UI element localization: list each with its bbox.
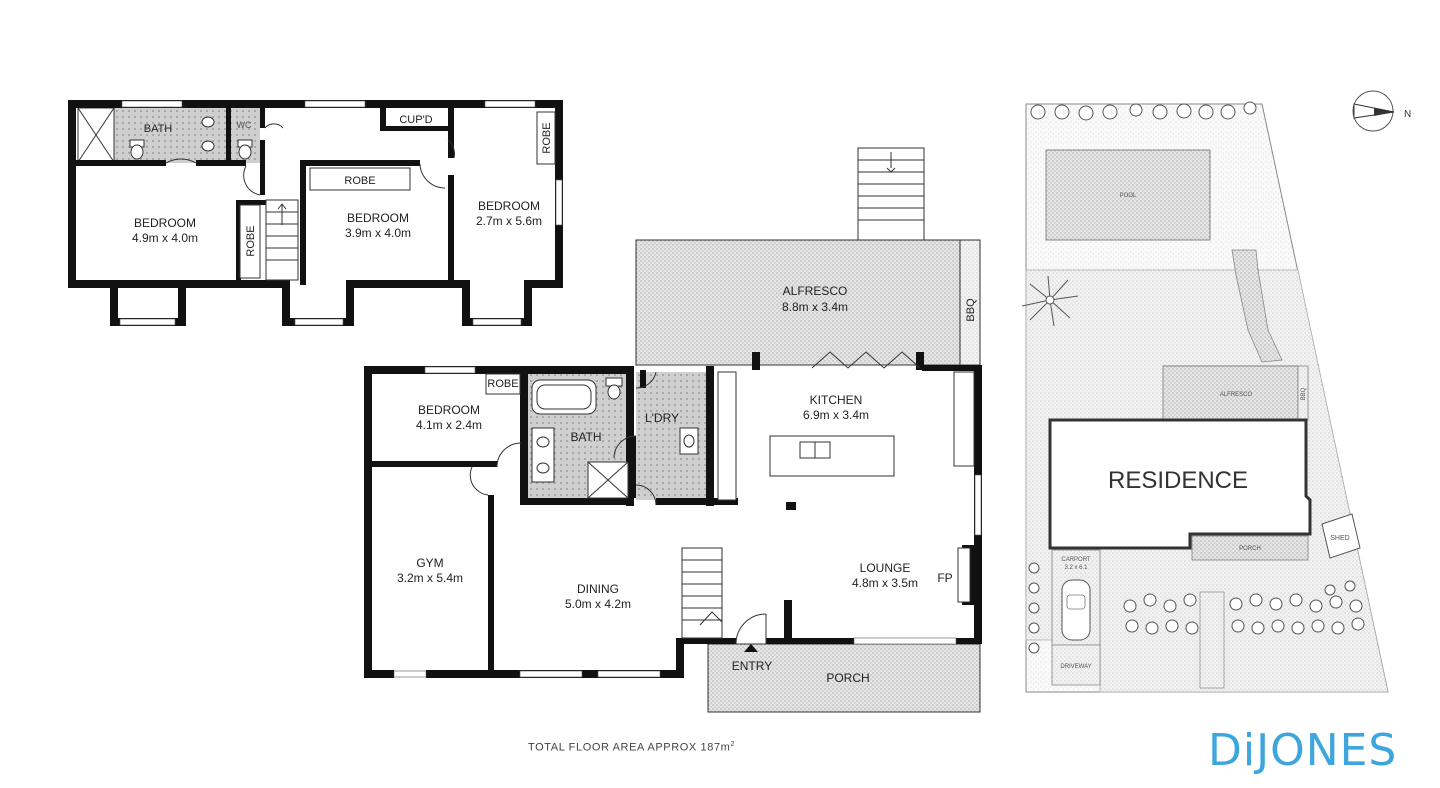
north-label: N [1404,109,1411,120]
fireplace-label: FP [937,571,952,585]
upper-bedroom1-name: BEDROOM [134,216,196,230]
lounge-name: LOUNGE [860,561,911,575]
site-residence [1048,418,1312,550]
upper-robe-mid [309,167,411,191]
upper-bedroom1-size: 4.9m x 4.0m [132,231,198,245]
laundry-label: L'DRY [645,411,679,425]
upper-robe-mid-label: ROBE [344,175,375,187]
ground-stairs [681,547,723,639]
fireplace [957,547,971,603]
ground-floor-plan: ALFRESCO 8.8m x 3.4m BBQ KITCHEN 6.9m x … [364,147,982,713]
total-floor-area: TOTAL FLOOR AREA APPROX 187m2 [528,741,735,754]
site-carport-size: 3.2 x 6.1 [1064,565,1088,571]
entry-label: ENTRY [732,659,772,673]
bifold-doors [811,351,921,369]
ground-robe-label: ROBE [487,378,518,390]
ground-bath-label: BATH [570,430,601,444]
site-alfresco-label: ALFRESCO [1220,392,1253,398]
brand-logo: DiJONES [1208,725,1398,776]
garden-shrubs [1028,101,1365,654]
upper-bedroom3-size: 2.7m x 5.6m [476,214,542,228]
site-shed [1321,513,1361,559]
car-icon [1061,579,1091,641]
upper-bedroom2-size: 3.9m x 4.0m [345,226,411,240]
upper-robe-right [536,111,556,165]
upper-bedroom3-name: BEDROOM [478,199,540,213]
lounge-size: 4.8m x 3.5m [852,576,918,590]
site-plan: POOL ALFRESCO BBQ RESIDENCE PORCH CARPOR… [1021,90,1411,693]
alfresco-size: 8.8m x 3.4m [782,300,848,314]
upper-robe-left [239,204,261,279]
kitchen-name: KITCHEN [810,393,863,407]
upper-bath-floor [113,108,228,163]
ground-bath-fixtures [531,377,699,499]
ground-bedroom-name: BEDROOM [418,403,480,417]
alfresco-steps [857,147,925,241]
palm-tree-icon [1021,275,1079,327]
bbq-label: BBQ [965,298,977,322]
site-carport-label: CARPORT [1061,557,1091,563]
porch-label: PORCH [826,671,869,685]
site-pool-label: POOL [1120,193,1137,199]
entry-arrow-icon [744,644,758,652]
site-shed-label: SHED [1330,535,1349,542]
gym-size: 3.2m x 5.4m [397,571,463,585]
upper-robe-left-label: ROBE [245,225,257,256]
kitchen-bench [717,371,737,501]
site-porch-label: PORCH [1239,546,1261,552]
north-compass-icon: N [1352,90,1411,132]
site-alfresco [1162,365,1299,421]
site-residence-label: RESIDENCE [1108,467,1248,494]
site-pool [1045,149,1211,241]
ground-robe [485,373,521,395]
upper-bath-label: BATH [144,123,173,135]
alfresco-name: ALFRESCO [783,284,848,298]
ground-bedroom-size: 4.1m x 2.4m [416,418,482,432]
upper-floor-plan: BATH WC CUP'D ROBE ROBE ROBE BEDROOM 4.9… [68,100,563,326]
upper-robe-right-label: ROBE [541,122,553,153]
dining-name: DINING [577,582,619,596]
upper-stairs [265,199,299,281]
site-bbq-label: BBQ [1301,387,1307,400]
kitchen-size: 6.9m x 3.4m [803,408,869,422]
site-driveway [1051,644,1101,686]
site-porch [1191,535,1309,561]
kitchen-island [769,435,895,477]
kitchen-pantry [953,371,975,467]
upper-cupd-label: CUP'D [399,114,432,126]
dining-size: 5.0m x 4.2m [565,597,631,611]
upper-wc-label: WC [237,120,252,130]
upper-bedroom2-name: BEDROOM [347,211,409,225]
site-driveway-label: DRIVEWAY [1060,664,1091,670]
upper-bath-fixtures [129,116,253,160]
alfresco-area [635,239,981,366]
gym-name: GYM [416,556,443,570]
